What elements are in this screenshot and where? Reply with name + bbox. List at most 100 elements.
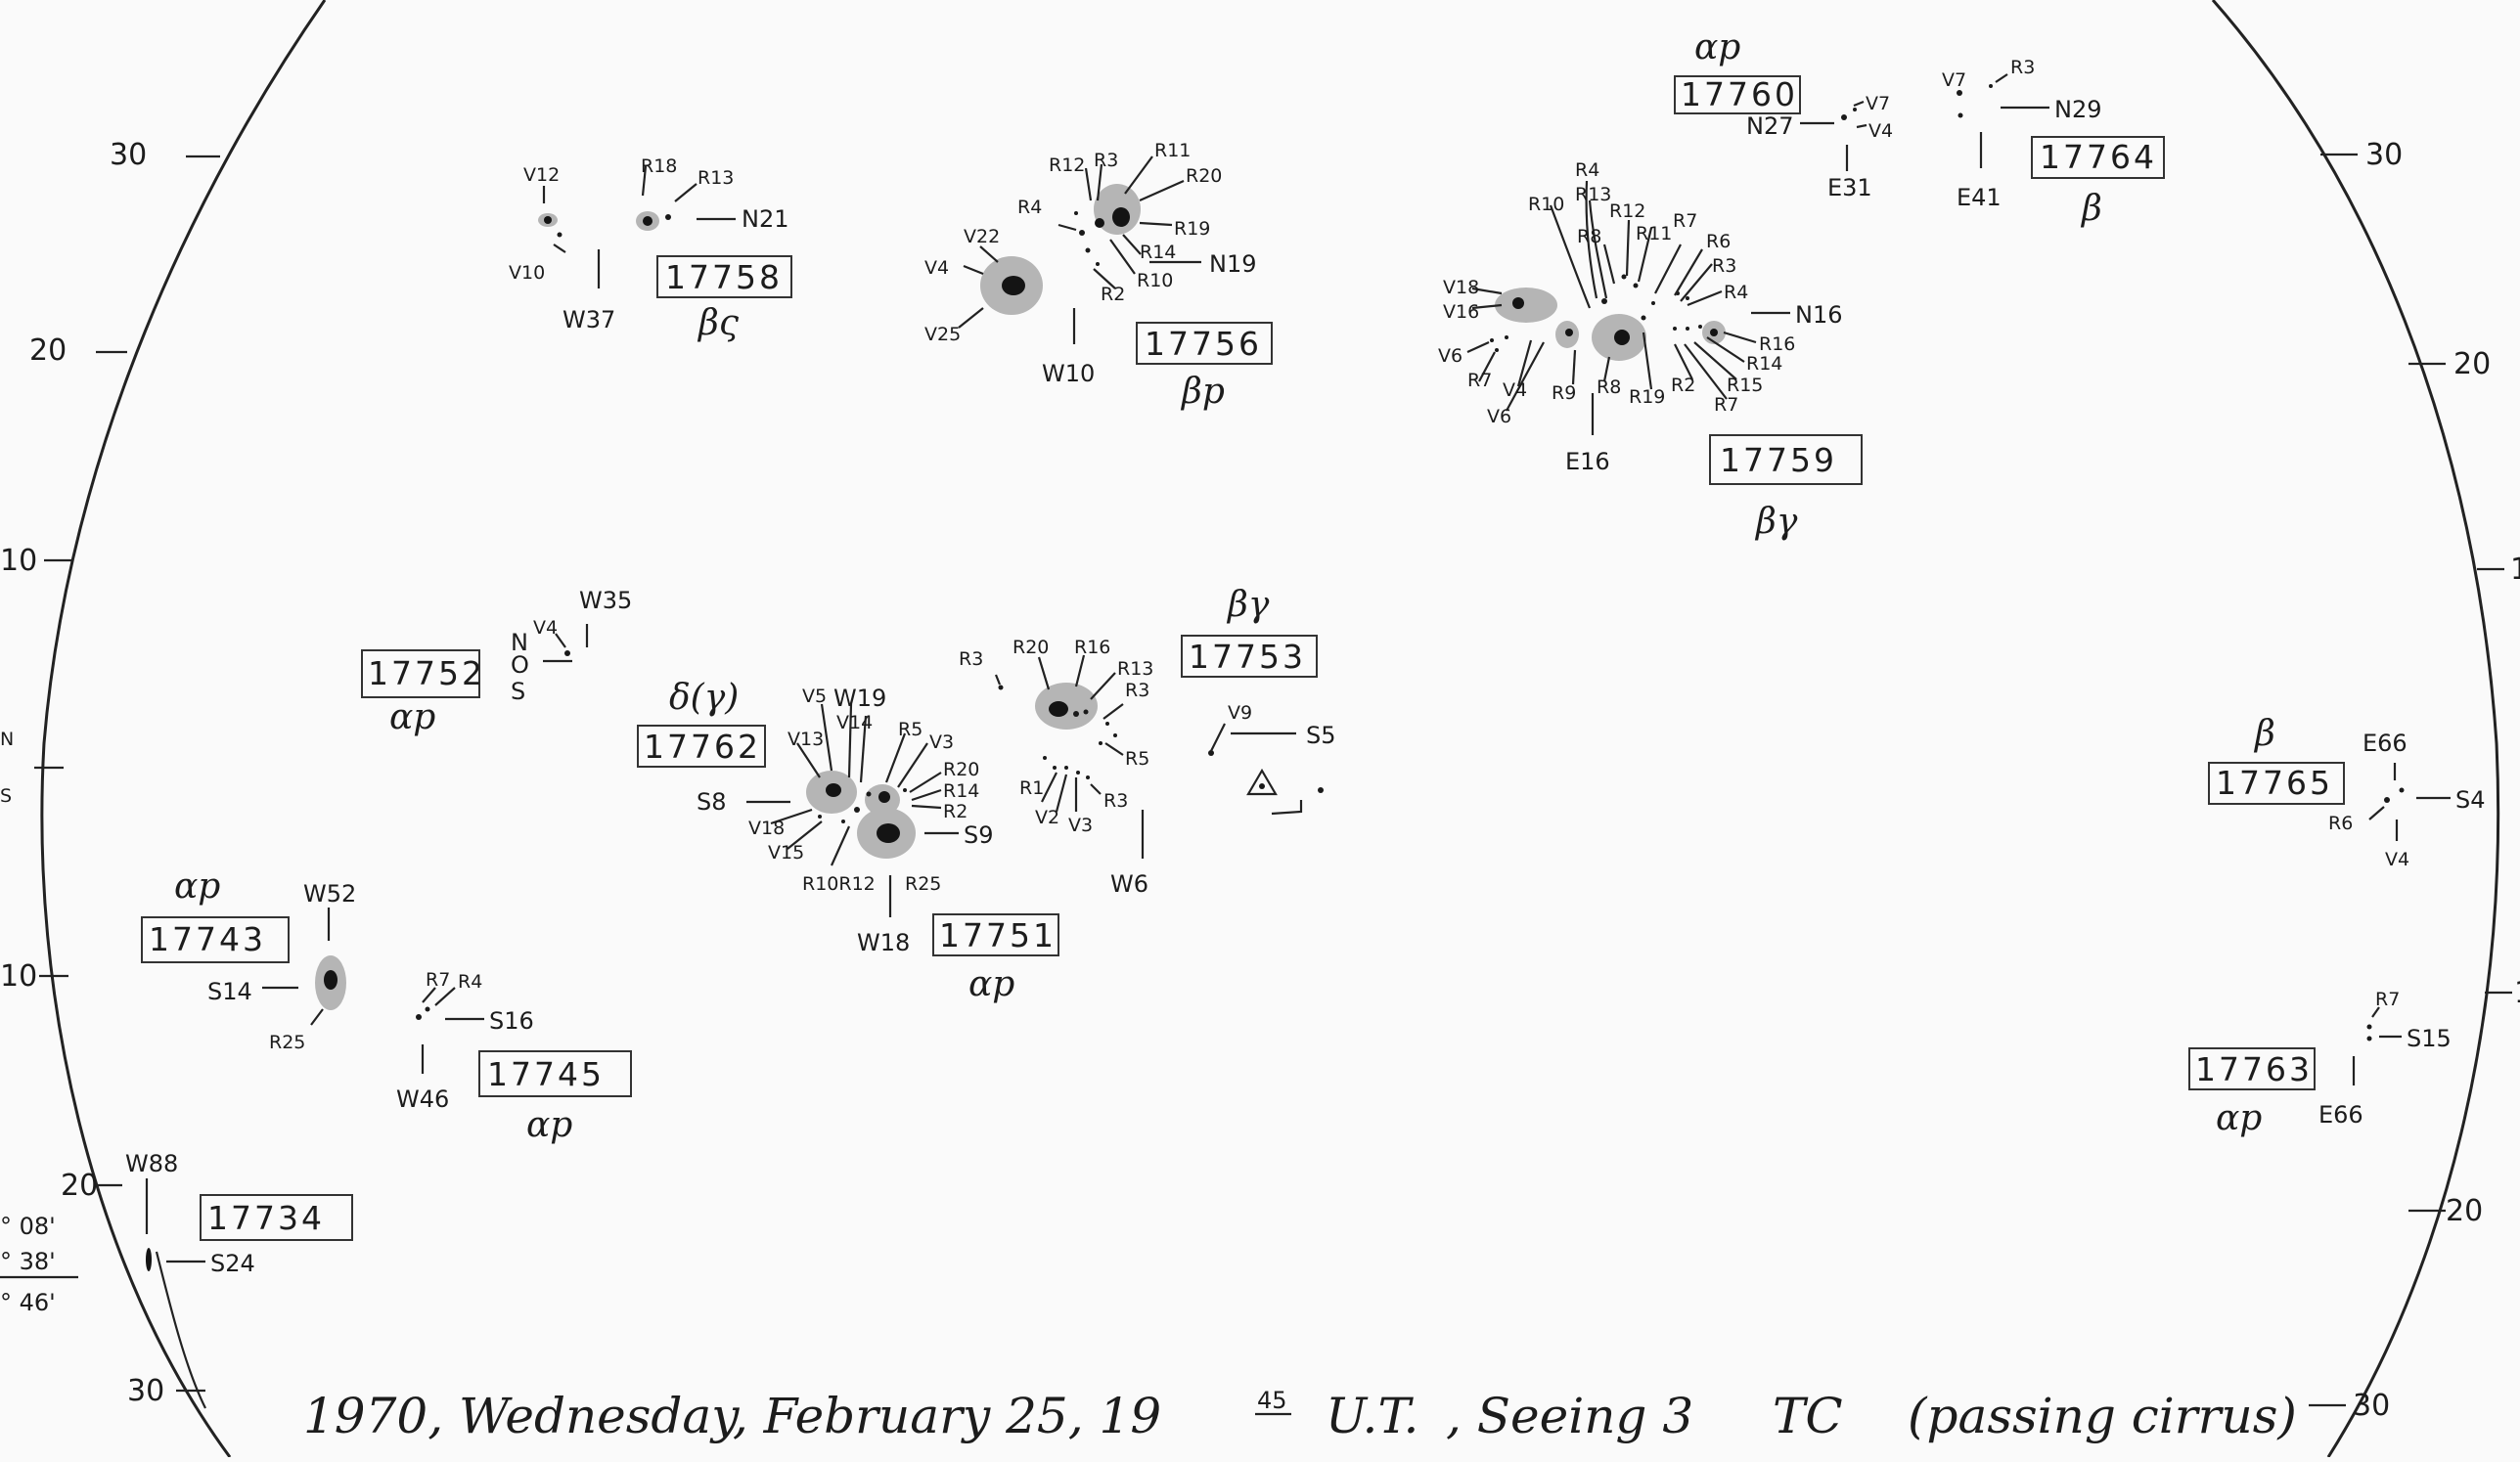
r17759-pos: E16 <box>1565 448 1610 475</box>
edge-partial-n: N <box>0 729 14 750</box>
r17752-id: 17752 <box>368 654 485 692</box>
r17759-label-12: R15 <box>1727 375 1763 396</box>
region-17734: S24 W88 17734 <box>125 1150 353 1277</box>
region-17752: V4 N O S W35 17752 αp <box>361 587 632 737</box>
r17762-class: δ(γ) <box>669 678 739 718</box>
r17753-class: βγ <box>1226 585 1270 625</box>
tick-right-n20: 20 <box>2453 347 2491 381</box>
r17759-label-0: R10 <box>1528 194 1564 215</box>
r17752-class: αp <box>389 697 435 737</box>
r17752-label-1: N <box>511 629 528 656</box>
r17765-pos: E66 <box>2362 730 2408 757</box>
r17756-label-1: R3 <box>1094 150 1118 171</box>
r17753-label-9: R3 <box>1103 790 1128 812</box>
r17753-pos: W6 <box>1110 870 1148 898</box>
r17759-class: βγ <box>1754 502 1798 542</box>
r17759-label-15: R19 <box>1629 386 1665 408</box>
r17734-lat: S24 <box>210 1250 255 1277</box>
r17758-label-1: V10 <box>509 262 545 284</box>
r17745-lat: S16 <box>489 1007 534 1035</box>
corner-note-3: ° 46' <box>0 1289 56 1316</box>
tick-right-s30: 30 <box>2353 1389 2390 1423</box>
r17758-id: 17758 <box>665 258 783 296</box>
r17756-label-5: R19 <box>1174 218 1210 240</box>
region-17764: V7 R3 N29 E41 17764 β <box>1942 57 2165 229</box>
r17753-label-10: V9 <box>1228 702 1252 724</box>
r17756-label-11: V25 <box>924 324 961 345</box>
r17753-lat: S5 <box>1306 722 1336 749</box>
r17764-class: β <box>2080 189 2102 229</box>
r17758-label-2: R18 <box>641 155 677 177</box>
tick-left-n30: 30 <box>110 138 147 172</box>
r17764-pos: E41 <box>1957 184 2002 211</box>
tick-left-s30: 30 <box>127 1374 164 1408</box>
caption-note: (passing cirrus) <box>1908 1388 2297 1444</box>
r17760-label-0: V7 <box>1866 93 1890 114</box>
r17758-label-3: R13 <box>698 167 734 189</box>
r17745-label-1: R4 <box>458 971 482 993</box>
r17745-class: αp <box>526 1105 572 1145</box>
r17762-lat: S8 <box>697 788 727 816</box>
r17765-label-0: R6 <box>2328 813 2353 834</box>
r17756-pos: W10 <box>1042 360 1095 387</box>
r17756-label-8: R2 <box>1101 284 1125 305</box>
r17756-label-3: R4 <box>1017 197 1042 218</box>
r17751-pos: W18 <box>857 929 910 956</box>
region-17751: S9 W18 17751 αp <box>857 808 1059 1004</box>
r17756-id: 17756 <box>1145 325 1262 363</box>
r17759-label-7: R6 <box>1706 231 1731 252</box>
region-17762: V5 W19 V14 V13 V18 V15 R10R12 R25 R5 V3 … <box>637 678 979 895</box>
r17756-label-6: R14 <box>1140 242 1176 263</box>
r17759-lat: N16 <box>1795 301 1843 329</box>
r17756-class: βp <box>1180 372 1225 412</box>
r17759-id: 17759 <box>1720 441 1837 479</box>
r17759-label-17: R9 <box>1552 382 1576 404</box>
scale-right: 30 20 10 10 20 30 <box>2309 138 2520 1423</box>
r17765-label-1: V4 <box>2385 849 2409 870</box>
r17760-lat: N27 <box>1746 112 1794 140</box>
r17763-label-0: R7 <box>2375 989 2400 1010</box>
region-17759: R10 R4 R13 R8 R12 R11 R7 R6 R3 R4 R16 R1… <box>1438 159 1863 542</box>
r17759-label-20: V6 <box>1438 345 1462 367</box>
r17753-label-2: R16 <box>1074 637 1110 658</box>
region-17765: R6 V4 S4 E66 17765 β <box>2208 714 2486 870</box>
caption-date: 1970, Wednesday, February 25, 19 <box>303 1388 1161 1444</box>
r17752-pos: W35 <box>579 587 632 614</box>
r17764-label-0: V7 <box>1942 69 1966 91</box>
caption-time-sup: 45 <box>1257 1387 1287 1414</box>
region-17743: S14 W52 R25 17743 αp <box>141 866 356 1053</box>
r17759-label-22: V4 <box>1503 379 1527 401</box>
r17743-label-0: R25 <box>269 1032 305 1053</box>
r17764-lat: N29 <box>2054 96 2102 123</box>
r17752-label-2: O <box>511 651 529 679</box>
r17762-label-10: R20 <box>943 759 979 780</box>
r17756-label-10: V22 <box>964 226 1000 247</box>
caption: 1970, Wednesday, February 25, 19 45 U.T.… <box>303 1387 2297 1444</box>
r17762-label-11: R14 <box>943 780 979 802</box>
r17759-label-13: R7 <box>1714 394 1738 416</box>
r17753-label-5: R5 <box>1125 748 1149 770</box>
tick-right-n10: 10 <box>2510 553 2520 587</box>
r17753-label-1: R20 <box>1012 637 1049 658</box>
r17759-label-10: R16 <box>1759 333 1795 355</box>
r17762-label-4: V18 <box>748 818 785 839</box>
r17753-label-3: R13 <box>1117 658 1153 680</box>
r17756-lat: N19 <box>1209 250 1257 278</box>
r17764-label-1: R3 <box>2010 57 2035 78</box>
r17745-label-0: R7 <box>426 969 450 991</box>
r17762-label-2: V14 <box>836 712 873 733</box>
r17751-lat: S9 <box>964 821 994 849</box>
limb-right <box>2211 0 2500 1458</box>
r17759-label-1: R4 <box>1575 159 1599 181</box>
r17759-label-5: R11 <box>1636 223 1672 244</box>
r17759-label-3: R8 <box>1577 226 1601 247</box>
r17763-class: αp <box>2216 1098 2262 1138</box>
r17762-label-7: R25 <box>905 873 941 895</box>
r17734-pos: W88 <box>125 1150 178 1177</box>
tick-right-s20: 20 <box>2446 1194 2483 1228</box>
r17760-id: 17760 <box>1681 75 1798 113</box>
region-17756: R12 R3 R11 R4 R20 R19 R14 R10 R2 V4 V22 … <box>924 140 1273 412</box>
r17763-lat: S15 <box>2407 1025 2452 1052</box>
r17759-label-9: R4 <box>1724 282 1748 303</box>
